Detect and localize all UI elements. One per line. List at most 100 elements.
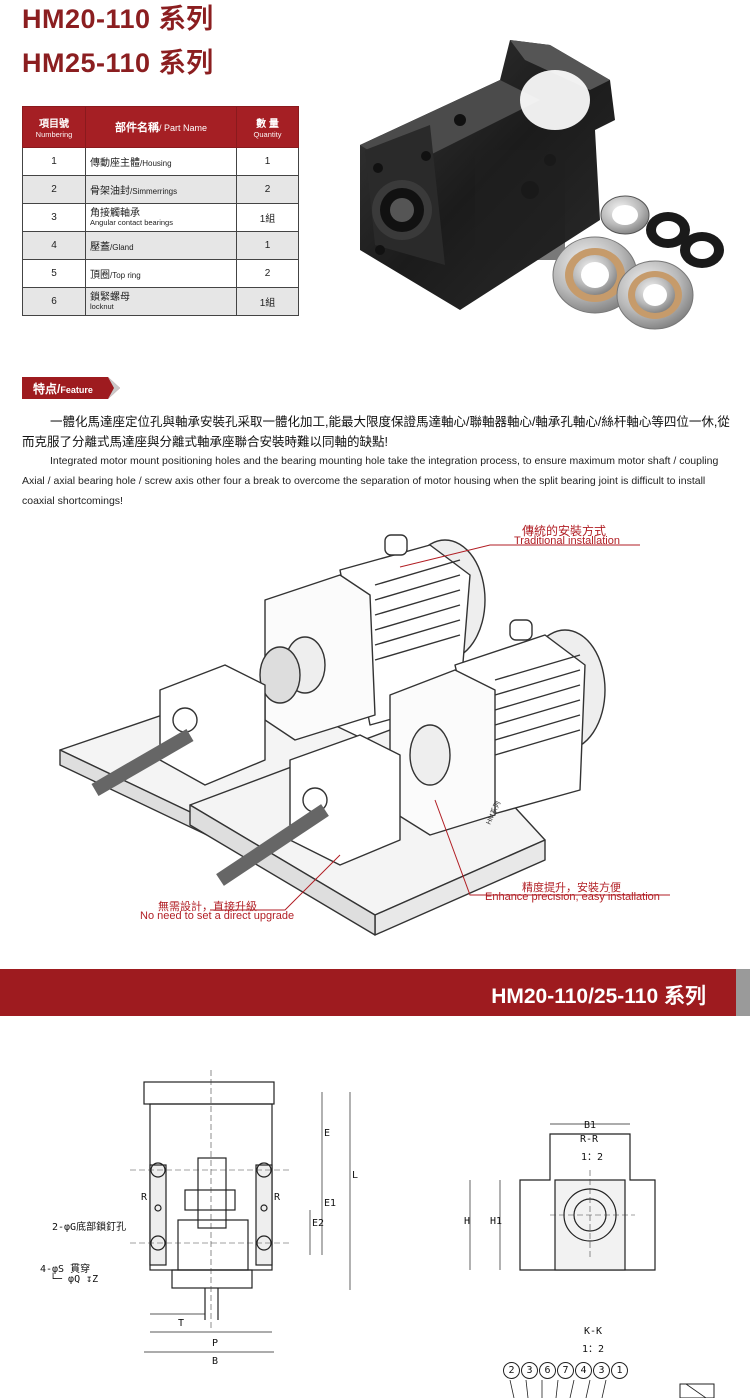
installation-illustration: HM系列	[59, 534, 670, 936]
row-quantity: 2	[236, 259, 299, 288]
header-quantity-cn: 數 量	[256, 119, 279, 130]
table-row: 1 傳動座主體/Housing 1	[22, 147, 299, 176]
leader-traditional	[399, 544, 640, 568]
row-quantity: 1組	[236, 287, 299, 316]
dim-P: P	[212, 1338, 219, 1349]
series-title-2: HM25-110 系列	[22, 48, 214, 78]
dim-H1: H1	[490, 1216, 503, 1227]
screw-right	[216, 804, 329, 886]
header-quantity-en: Quantity	[253, 130, 282, 139]
row-number: 4	[22, 231, 86, 260]
dim-R-right: R	[274, 1192, 281, 1203]
part-en: /Top ring	[110, 271, 141, 280]
feature-tag-cn: 特点/	[33, 382, 61, 396]
row-quantity: 1	[236, 231, 299, 260]
row-number: 6	[22, 287, 86, 316]
feature-tag-label: 特点/Feature	[33, 380, 93, 397]
part-en: /Housing	[140, 159, 172, 168]
table-row: 2 骨架油封/Simmerrings 2	[22, 175, 299, 204]
drawing-front-view	[130, 1070, 351, 1353]
part-en: /Gland	[110, 243, 134, 252]
note-through-hole: 4-φS 貫穿	[40, 1264, 91, 1275]
bearing-set	[552, 195, 724, 330]
section-RR-label: R-R	[580, 1134, 599, 1145]
label-traditional-en: Traditional installation	[514, 535, 620, 547]
part-cn: 壓蓋	[90, 242, 110, 253]
label-nodesign-cn: 無需設計，直接升級	[158, 901, 257, 913]
table-row: 4 壓蓋/Gland 1	[22, 231, 299, 260]
section-banner	[0, 969, 736, 1016]
header-numbering: 項目號 Numbering	[22, 106, 86, 148]
row-part-name: 頂圈/Top ring	[85, 259, 237, 288]
part-cn: 角接觸軸承	[90, 207, 140, 219]
part-cn: 傳動座主體	[90, 158, 140, 169]
header-part-name-en: / Part Name	[158, 123, 207, 133]
note-counterbore: └─ φQ ↧Z	[50, 1274, 99, 1285]
row-quantity: 2	[236, 175, 299, 204]
part-cn: 鎖緊螺母	[90, 291, 130, 303]
dim-H: H	[464, 1216, 471, 1227]
product-photo	[360, 40, 724, 330]
balloon: 4	[575, 1362, 592, 1379]
row-part-name: 骨架油封/Simmerrings	[85, 175, 237, 204]
label-precision-cn: 精度提升，安裝方便	[522, 882, 621, 894]
balloon: 6	[539, 1362, 556, 1379]
part-balloons: 2 3 6 7 4 3 1	[503, 1362, 628, 1379]
part-en: locknut	[90, 301, 114, 311]
parts-table: 項目號 Numbering 部件名稱/ Part Name 數 量 Quanti…	[22, 106, 299, 316]
dim-L: L	[352, 1170, 359, 1181]
row-quantity: 1組	[236, 203, 299, 232]
housing-body	[360, 40, 615, 310]
dim-E: E	[324, 1128, 331, 1139]
parts-table-header: 項目號 Numbering 部件名稱/ Part Name 數 量 Quanti…	[22, 106, 299, 148]
balloon: 1	[611, 1362, 628, 1379]
dim-B: B	[212, 1356, 219, 1367]
drawing-section-rr	[469, 1123, 656, 1271]
header-part-name: 部件名稱/ Part Name	[85, 106, 237, 148]
series-title-1: HM20-110 系列	[22, 4, 214, 34]
section-KK-label: K-K	[584, 1326, 603, 1337]
row-number: 1	[22, 147, 86, 176]
part-en: /Simmerrings	[130, 187, 178, 196]
feature-tag	[22, 377, 120, 399]
table-row: 5 頂圈/Top ring 2	[22, 259, 299, 288]
balloon: 3	[593, 1362, 610, 1379]
dim-B1: B1	[584, 1120, 597, 1131]
leader-nodesign	[210, 854, 341, 911]
coupling-right	[409, 724, 451, 786]
section-KK-scale: 1：2	[582, 1344, 605, 1355]
balloon: 2	[503, 1362, 520, 1379]
part-en: Angular contact bearings	[90, 217, 173, 227]
feature-text-en: Integrated motor mount positioning holes…	[22, 455, 719, 507]
row-number: 5	[22, 259, 86, 288]
row-number: 2	[22, 175, 86, 204]
feature-text-cn: 一體化馬達座定位孔與軸承安裝孔采取一體化加工,能最大限度保證馬達軸心/聯軸器軸心…	[22, 415, 730, 449]
balloon: 3	[521, 1362, 538, 1379]
section-banner-title: HM20-110/25-110 系列	[491, 985, 706, 1008]
label-precision-en: Enhance precision, easy installation	[485, 891, 660, 903]
section-RR-scale: 1：2	[581, 1152, 604, 1163]
header-part-name-cn: 部件名稱	[114, 122, 159, 134]
header-quantity: 數 量 Quantity	[236, 106, 299, 148]
row-part-name: 傳動座主體/Housing	[85, 147, 237, 176]
label-nodesign-en: No need to set a direct upgrade	[140, 910, 295, 922]
balloon-leaders	[509, 1380, 715, 1398]
dim-T: T	[178, 1318, 185, 1329]
dim-R-left: R	[141, 1192, 148, 1203]
dim-E1: E1	[324, 1198, 337, 1209]
row-number: 3	[22, 203, 86, 232]
header-numbering-en: Numbering	[35, 130, 73, 139]
section-banner-accent	[736, 969, 750, 1016]
balloon: 7	[557, 1362, 574, 1379]
row-quantity: 1	[236, 147, 299, 176]
leader-precision	[434, 799, 670, 896]
label-traditional-cn: 傳統的安裝方式	[522, 524, 607, 538]
row-part-name: 壓蓋/Gland	[85, 231, 237, 260]
screw-left	[91, 728, 194, 797]
dim-E2: E2	[312, 1218, 325, 1229]
part-cn: 頂圈	[90, 270, 110, 281]
